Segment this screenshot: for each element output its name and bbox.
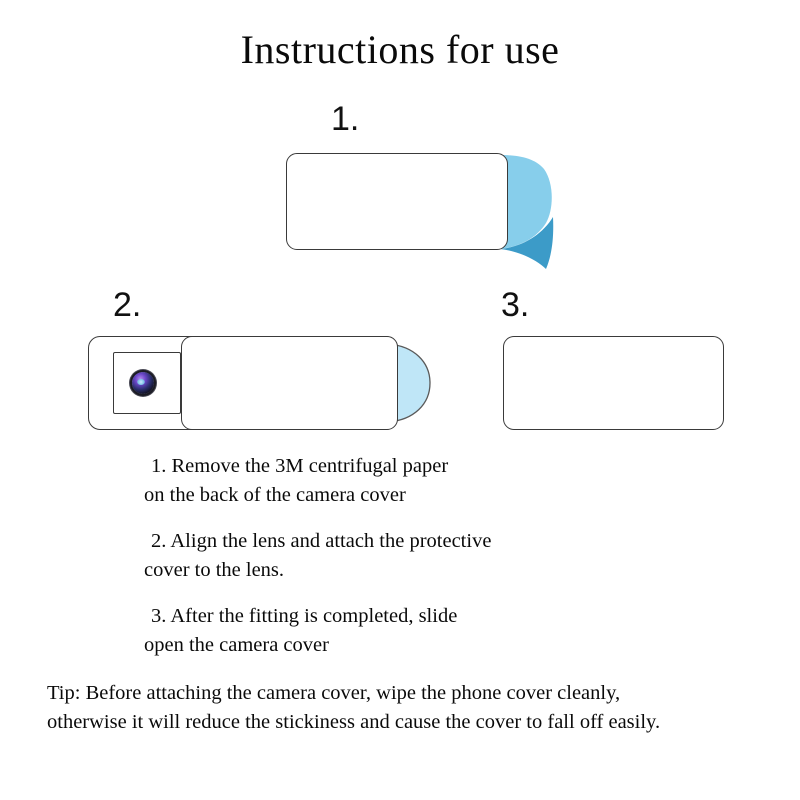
instruction-2-line-1: 2. Align the lens and attach the protect… bbox=[151, 530, 492, 552]
step-2-figure bbox=[88, 336, 448, 432]
step-2-number-label: 2. bbox=[113, 286, 142, 324]
step-1-figure bbox=[286, 153, 561, 273]
peel-tab-icon bbox=[500, 155, 554, 269]
instruction-item-2: 2. Align the lens and attach the protect… bbox=[144, 527, 621, 585]
instructions-list: 1. Remove the 3M centrifugal paper on th… bbox=[144, 452, 621, 677]
page-title: Instructions for use bbox=[240, 27, 560, 72]
camera-cover-body bbox=[286, 153, 508, 250]
instruction-item-3: 3. After the fitting is completed, slide… bbox=[144, 602, 621, 660]
instruction-3-line-2: open the camera cover bbox=[144, 634, 329, 656]
instruction-2-line-2: cover to the lens. bbox=[144, 559, 285, 581]
closed-cover-body bbox=[503, 336, 724, 430]
tip-note: Tip: Before attaching the camera cover, … bbox=[47, 679, 787, 737]
step-3-number-label: 3. bbox=[501, 286, 530, 324]
lens-glint-icon bbox=[137, 379, 145, 385]
step-3-figure bbox=[503, 336, 727, 432]
tip-line-1: Tip: Before attaching the camera cover, … bbox=[47, 682, 621, 704]
tip-line-2: otherwise it will reduce the stickiness … bbox=[47, 711, 661, 733]
instruction-item-1: 1. Remove the 3M centrifugal paper on th… bbox=[144, 452, 621, 510]
pull-tab-icon bbox=[387, 343, 431, 423]
instruction-3-line-1: 3. After the fitting is completed, slide bbox=[151, 605, 458, 627]
sliding-cover-body bbox=[181, 336, 398, 430]
instruction-1-line-2: on the back of the camera cover bbox=[144, 484, 406, 506]
instruction-1-line-1: 1. Remove the 3M centrifugal paper bbox=[151, 455, 449, 477]
step-1-number-label: 1. bbox=[331, 100, 360, 138]
